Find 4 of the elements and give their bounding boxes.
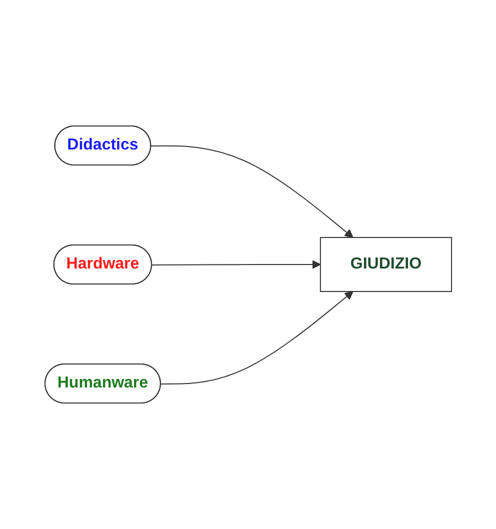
node-box: GIUDIZIO bbox=[320, 237, 452, 292]
arrow bbox=[150, 145, 354, 238]
arrow bbox=[160, 291, 354, 384]
arrow bbox=[151, 260, 321, 269]
